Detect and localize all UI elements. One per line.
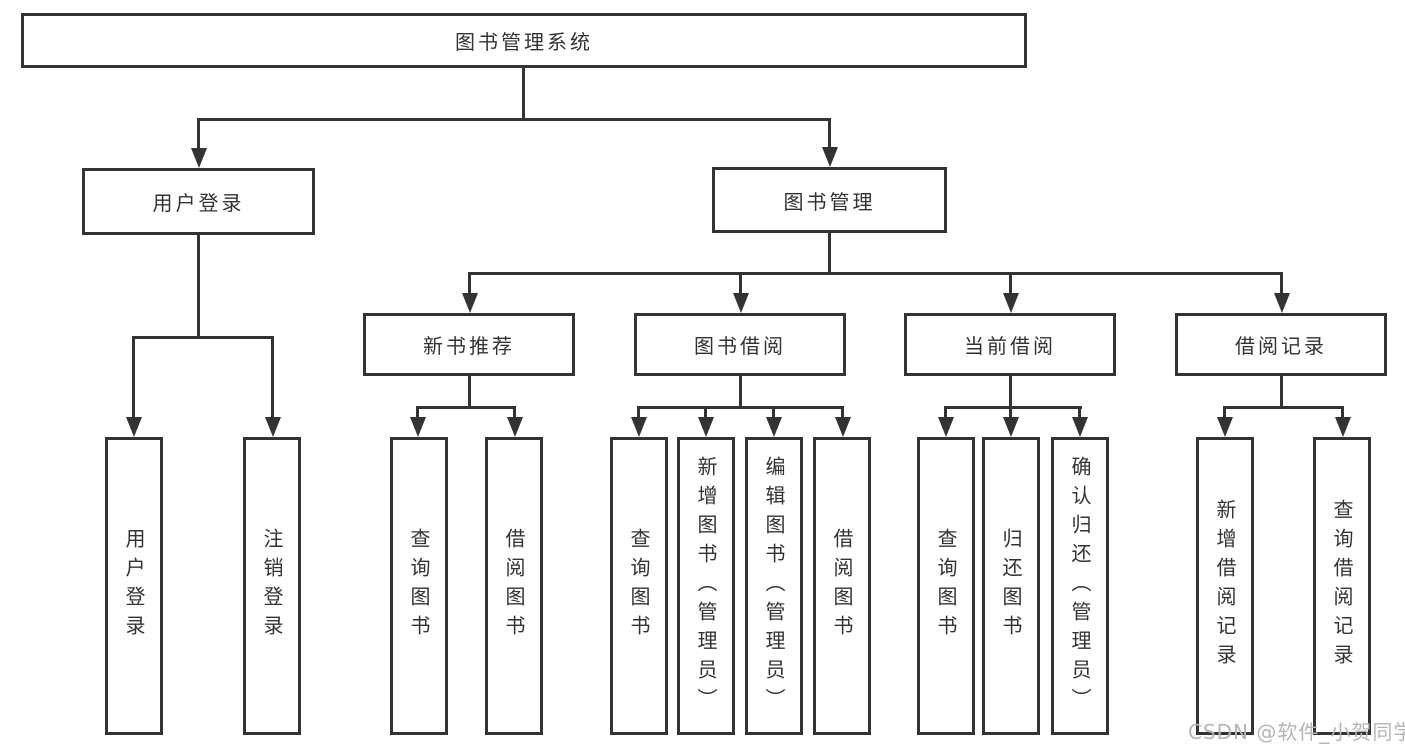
arrow-down-icon <box>698 417 714 437</box>
arrow-down-icon <box>1335 417 1351 437</box>
connector-line <box>1280 376 1283 406</box>
leaf-search-books: 查询图书 <box>917 437 975 735</box>
connector-line <box>416 406 516 409</box>
connector-line <box>522 68 525 118</box>
node-book-management: 图书管理 <box>712 167 947 233</box>
connector-line <box>197 121 200 149</box>
connector-line <box>416 409 419 419</box>
connector-line <box>468 275 471 294</box>
connector-line <box>1009 409 1012 419</box>
leaf-borrow-books: 借阅图书 <box>813 437 871 735</box>
connector-line <box>1280 275 1283 294</box>
connector-line <box>468 376 471 406</box>
arrow-down-icon <box>265 417 281 437</box>
connector-line <box>828 121 831 148</box>
connector-line <box>944 409 947 419</box>
node-library-management-system: 图书管理系统 <box>21 13 1027 68</box>
arrow-down-icon <box>1003 417 1019 437</box>
leaf-borrow-books: 借阅图书 <box>485 437 543 735</box>
arrow-down-icon <box>126 417 142 437</box>
arrow-down-icon <box>1274 293 1290 313</box>
node-new-book-recommendation: 新书推荐 <box>363 313 575 376</box>
connector-line <box>1223 406 1344 409</box>
connector-line <box>739 275 742 294</box>
node-user-login: 用户登录 <box>82 168 315 235</box>
arrow-down-icon <box>938 417 954 437</box>
connector-line <box>132 339 135 417</box>
connector-line <box>1009 275 1012 294</box>
leaf-search-books: 查询图书 <box>610 437 668 735</box>
arrow-down-icon <box>1003 293 1019 313</box>
connector-line <box>841 409 844 419</box>
arrow-down-icon <box>462 293 478 313</box>
arrow-down-icon <box>410 417 426 437</box>
leaf-confirm-return-admin: 确认归还（管理员） <box>1051 437 1109 735</box>
connector-line <box>271 339 274 417</box>
connector-line <box>944 406 1082 409</box>
connector-line <box>197 235 200 336</box>
connector-line <box>132 336 274 339</box>
connector-line <box>772 409 775 419</box>
arrow-down-icon <box>507 417 523 437</box>
connector-line <box>1341 409 1344 419</box>
connector-line <box>1223 409 1226 419</box>
connector-line <box>197 118 831 121</box>
connector-line <box>739 376 742 406</box>
arrow-down-icon <box>191 148 207 168</box>
connector-line <box>1009 376 1012 406</box>
arrow-down-icon <box>766 417 782 437</box>
leaf-logout: 注销登录 <box>243 437 301 735</box>
leaf-search-books: 查询图书 <box>390 437 448 735</box>
connector-line <box>704 409 707 419</box>
connector-line <box>513 409 516 419</box>
connector-line <box>468 272 1283 275</box>
csdn-watermark: CSDN @软件_小贺同学 <box>1188 720 1405 744</box>
connector-line <box>828 233 831 272</box>
connector-line <box>637 409 640 419</box>
leaf-user-login: 用户登录 <box>105 437 163 735</box>
leaf-search-borrow-record: 查询借阅记录 <box>1313 437 1371 735</box>
node-current-borrowing: 当前借阅 <box>904 313 1116 376</box>
connector-line <box>1078 409 1081 419</box>
node-book-borrowing: 图书借阅 <box>634 313 846 376</box>
leaf-add-borrow-record: 新增借阅记录 <box>1196 437 1254 735</box>
arrow-down-icon <box>1072 417 1088 437</box>
arrow-down-icon <box>631 417 647 437</box>
leaf-return-books: 归还图书 <box>982 437 1040 735</box>
leaf-add-book-admin: 新增图书（管理员） <box>677 437 735 735</box>
connector-line <box>637 406 844 409</box>
node-borrowing-records: 借阅记录 <box>1175 313 1387 376</box>
arrow-down-icon <box>733 293 749 313</box>
arrow-down-icon <box>835 417 851 437</box>
arrow-down-icon <box>822 147 838 167</box>
arrow-down-icon <box>1217 417 1233 437</box>
leaf-edit-book-admin: 编辑图书（管理员） <box>745 437 803 735</box>
